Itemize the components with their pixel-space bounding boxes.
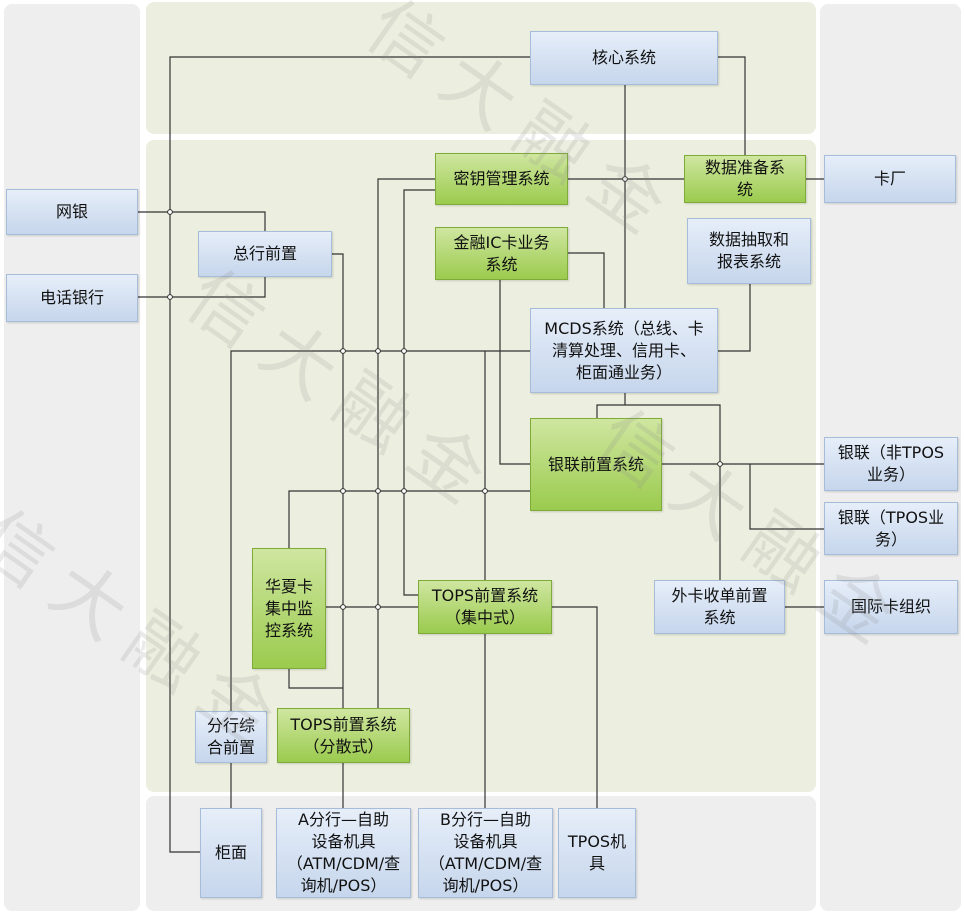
line-extract-mcds — [718, 284, 751, 352]
financial-ic-card-system[interactable]: 金融IC卡业务 系统 — [435, 227, 568, 280]
line-tops-tpos — [552, 606, 598, 808]
line-huaxia-topsdist — [288, 669, 343, 689]
hq-front-system[interactable]: 总行前置 — [198, 231, 332, 277]
line-finic-mcds — [568, 252, 605, 308]
online-banking[interactable]: 网银 — [6, 189, 138, 235]
line-key-bus-1 — [377, 178, 435, 708]
international-card-organization[interactable]: 国际卡组织 — [824, 580, 958, 634]
line-hq-down — [332, 253, 344, 708]
unionpay-front-system[interactable]: 银联前置系统 — [530, 418, 662, 511]
line-onlinebank-hq — [138, 211, 266, 231]
phone-banking[interactable]: 电话银行 — [6, 274, 138, 322]
line-unionpay-huaxia — [288, 490, 530, 548]
left-external-zone — [4, 4, 140, 911]
unionpay-tpos[interactable]: 银联（TPOS业 务） — [824, 502, 958, 555]
tops-distributed-front-system[interactable]: TOPS前置系统 （分散式） — [277, 708, 410, 763]
data-extraction-report-system[interactable]: 数据抽取和 报表系统 — [687, 218, 811, 284]
line-unionpay-tpos — [749, 464, 824, 530]
branch-integrated-front[interactable]: 分行综 合前置 — [195, 711, 267, 763]
mcds-system[interactable]: MCDS系统（总线、卡 清算处理、信用卡、 柜面通业务） — [530, 308, 718, 393]
line-core-dataprep — [718, 56, 746, 155]
a-branch-self-service-devices[interactable]: A分行—自助 设备机具 （ATM/CDM/查 询机/POS） — [276, 808, 411, 898]
unionpay-non-tpos[interactable]: 银联（非TPOS 业务） — [824, 437, 958, 491]
card-factory[interactable]: 卡厂 — [824, 155, 956, 203]
counter[interactable]: 柜面 — [200, 808, 262, 898]
line-key-bus-2 — [403, 189, 435, 596]
foreign-card-acquiring-front[interactable]: 外卡收单前置 系统 — [654, 580, 785, 634]
b-branch-self-service-devices[interactable]: B分行—自助 设备机具 （ATM/CDM/查 询机/POS） — [418, 808, 553, 898]
line-finic-unionpay — [499, 280, 530, 465]
core-system[interactable]: 核心系统 — [530, 31, 718, 85]
tpos-devices[interactable]: TPOS机 具 — [558, 808, 636, 898]
line-mcds-branch — [230, 350, 530, 711]
line-core-counter — [169, 56, 530, 853]
tops-central-front-system[interactable]: TOPS前置系统 （集中式） — [418, 580, 552, 634]
line-phonebank-hq — [138, 277, 266, 298]
huaxia-card-monitor-system[interactable]: 华夏卡 集中监 控系统 — [252, 548, 326, 669]
line-mcds-unionpay-1 — [596, 404, 721, 580]
data-preparation-system[interactable]: 数据准备系 统 — [684, 155, 806, 203]
key-management-system[interactable]: 密钥管理系统 — [435, 153, 568, 205]
